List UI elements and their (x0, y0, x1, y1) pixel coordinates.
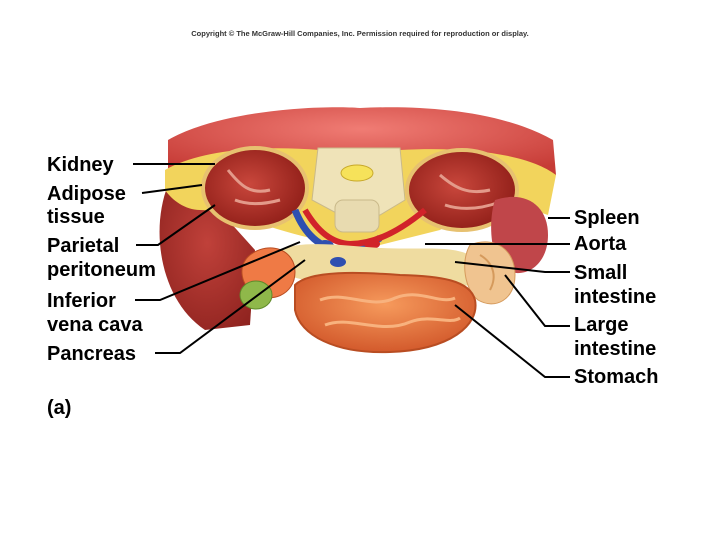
vertebral-body (335, 200, 379, 232)
label-adipose-line2: tissue (47, 205, 105, 229)
label-aorta: Aorta (574, 232, 626, 256)
kidney-left (203, 148, 307, 228)
label-stomach: Stomach (574, 365, 658, 389)
label-spleen: Spleen (574, 206, 640, 230)
panel-label: (a) (47, 396, 71, 420)
label-large-intestine-line2: intestine (574, 337, 656, 361)
label-large-intestine-line1: Large (574, 313, 628, 337)
label-kidney: Kidney (47, 153, 114, 177)
label-adipose-line1: Adipose (47, 182, 126, 206)
label-parietal-line1: Parietal (47, 234, 119, 258)
label-pancreas: Pancreas (47, 342, 136, 366)
label-ivc-line1: Inferior (47, 289, 116, 313)
spinal-canal (341, 165, 373, 181)
label-small-intestine-line2: intestine (574, 285, 656, 309)
stomach (295, 273, 476, 352)
label-small-intestine-line1: Small (574, 261, 627, 285)
label-parietal-line2: peritoneum (47, 258, 156, 282)
label-ivc-line2: vena cava (47, 313, 143, 337)
